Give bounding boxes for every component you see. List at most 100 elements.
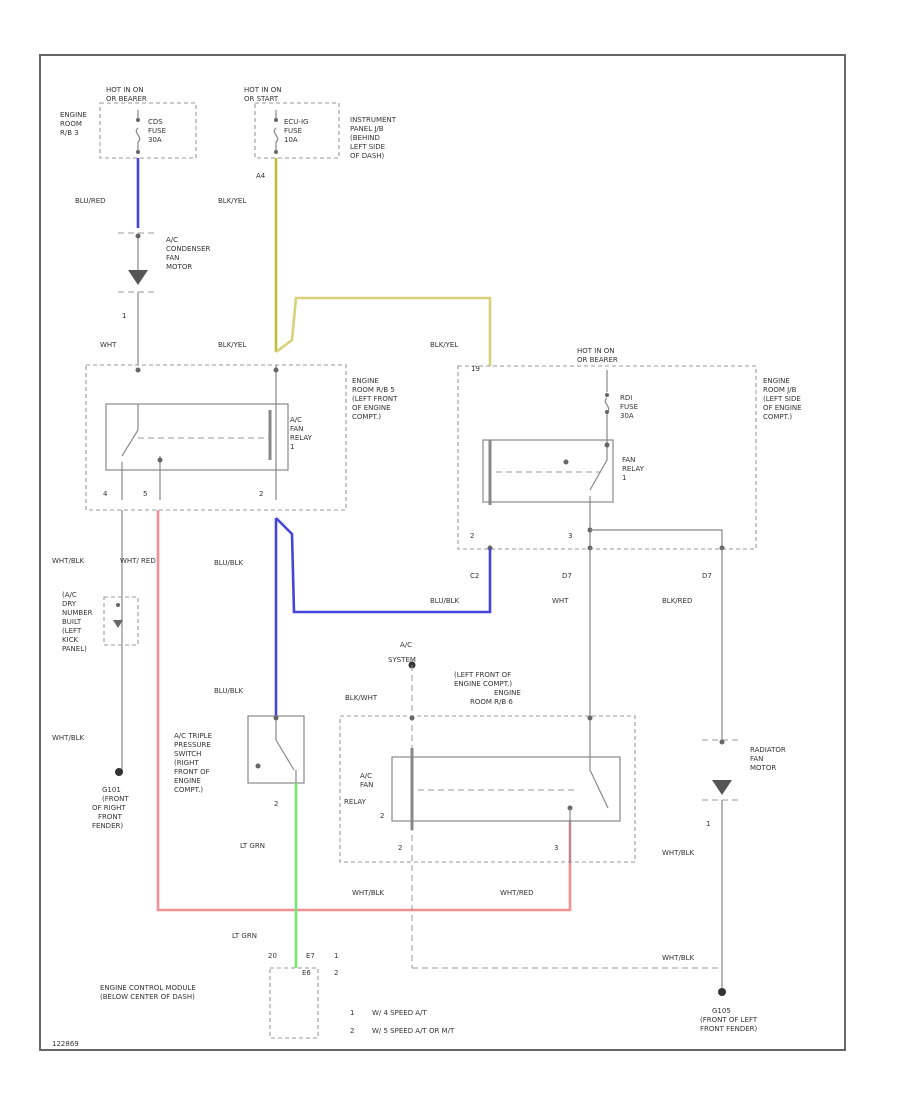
ground-g101-icon [115, 768, 123, 776]
ac-fan-relay-1 [105, 403, 289, 471]
rb5-label-1: ENGINE [352, 377, 379, 385]
triple-label-7: COMPT.) [174, 786, 203, 794]
cond-fan-label-3: FAN [166, 254, 179, 262]
rb5-label-2: ROOM R/B 5 [352, 386, 395, 394]
diode-box [103, 596, 139, 646]
note-pin-1: 1 [350, 1009, 354, 1017]
diagram-border [39, 54, 846, 1051]
engine-room-rb3-box [99, 102, 197, 159]
jb-label-2: ROOM J/B [763, 386, 797, 394]
engine-room-rb6-box [339, 715, 636, 863]
rb3-label-3: R/B 3 [60, 129, 79, 137]
wire-label-blu-blk-3: BLU/BLK [214, 687, 244, 695]
fuse-rdi-icon [604, 370, 610, 440]
wire-label-blu-blk-1: BLU/BLK [214, 559, 244, 567]
fan-relay-1 [482, 439, 614, 503]
pin-d7-1: D7 [562, 572, 572, 580]
jb-label-5: COMPT.) [763, 413, 792, 421]
ecm-box [269, 967, 319, 1039]
diode-label-1: (A/C [62, 591, 77, 599]
ipjb-label-4: LEFT SIDE [350, 143, 385, 151]
ac-fan-relay2-label-2: FAN [360, 781, 373, 789]
note-pin-2: 2 [350, 1027, 354, 1035]
ecm-label-1: ENGINE CONTROL MODULE [100, 984, 196, 992]
pin-e7: E7 [306, 952, 315, 960]
wire-label-wht-red-2: WHT/RED [500, 889, 534, 897]
diode-label-4: BUILT [62, 618, 82, 626]
rb6-label-1: (LEFT FRONT OF [454, 671, 511, 679]
ipjb-label-1: INSTRUMENT [350, 116, 397, 124]
wire-label-blk-red: BLK/RED [662, 597, 692, 605]
g101-label-5: FENDER) [92, 822, 123, 830]
wire-label-wht-blk-3: WHT/BLK [352, 889, 385, 897]
fuse-rdi-rating: 30A [620, 412, 634, 420]
wire-blk-yel-2 [275, 296, 492, 366]
fuse-ecu-fuse: FUSE [284, 127, 302, 135]
rb3-label-2: ROOM [60, 120, 82, 128]
g105-label-1: G105 [712, 1007, 731, 1015]
diode-label-5: (LEFT [62, 627, 82, 635]
engine-room-rb5-box [85, 364, 347, 511]
ipjb-label-2: PANEL J/B [350, 125, 384, 133]
pin-4: 4 [103, 490, 108, 498]
rb5-label-3: (LEFT FRONT [352, 395, 398, 403]
ac-fan-relay1-label-1: A/C [290, 416, 302, 424]
pin-c2: C2 [470, 572, 479, 580]
fan-relay1-label-3: 1 [622, 474, 626, 482]
pin-2-ecm: 2 [334, 969, 338, 977]
wire-label-wht-blk-5: WHT/BLK [662, 954, 695, 962]
fuse-cds-rating: 30A [148, 136, 162, 144]
radiator-fan-motor-icon [712, 780, 732, 795]
note-1: W/ 4 SPEED A/T [372, 1009, 427, 1017]
note-2: W/ 5 SPEED A/T OR M/T [372, 1027, 455, 1035]
diagram-code: 122869 [52, 1040, 79, 1048]
fuse-ecu-hot-label2: OR START [244, 95, 279, 103]
ac-fan-relay2-label-3: RELAY [344, 798, 367, 806]
diode-label-3: NUMBER [62, 609, 93, 617]
ground-g105-icon [718, 988, 726, 996]
cond-fan-label-2: CONDENSER [166, 245, 211, 253]
pin-19: 19 [471, 365, 480, 373]
fuse-rdi-name: RDI [620, 394, 632, 402]
triple-label-2: PRESSURE [174, 741, 211, 749]
ac-fan-relay1-label-2: FAN [290, 425, 303, 433]
fuse-ecu-rating: 10A [284, 136, 298, 144]
wire-label-wht-red-1: WHT/ RED [120, 557, 156, 565]
rb6-label-4: ROOM R/B 6 [470, 698, 513, 706]
jb-label-1: ENGINE [763, 377, 790, 385]
ac-sw-label-1: A/C [400, 641, 412, 649]
g101-label-4: FRONT [98, 813, 123, 821]
g101-label-3: OF RIGHT [92, 804, 126, 812]
wire-label-wht-blk-4: WHT/BLK [662, 849, 695, 857]
wire-label-blk-yel-3: BLK/YEL [430, 341, 458, 349]
wire-label-blu-red: BLU/RED [75, 197, 106, 205]
fuse-cds-fuse: FUSE [148, 127, 166, 135]
ac-fan-relay-2 [391, 756, 621, 822]
ipjb-label-3: (BEHIND [350, 134, 380, 142]
pin-e6: E6 [302, 969, 311, 977]
wire-label-blu-blk-2: BLU/BLK [430, 597, 460, 605]
fuse-ecu-icon [273, 110, 279, 152]
ac-fan-relay1-label-3: RELAY [290, 434, 313, 442]
instrument-panel-jb-box [254, 102, 340, 159]
pin-3-fanrelay: 3 [568, 532, 572, 540]
pin-2-relay2: 2 [398, 844, 402, 852]
rad-fan-label-1: RADIATOR [750, 746, 786, 754]
rad-fan-label-2: FAN [750, 755, 763, 763]
pin-d7-2: D7 [702, 572, 712, 580]
cond-fan-label-1: A/C [166, 236, 178, 244]
rb6-label-2: ENGINE COMPT.) [454, 680, 512, 688]
ipjb-label-5: OF DASH) [350, 152, 385, 160]
wire-label-wht-1: WHT [100, 341, 117, 349]
triple-label-3: SWITCH [174, 750, 201, 758]
ecm-label-2: (BELOW CENTER OF DASH) [100, 993, 195, 1001]
wire-label-wht-blk-1: WHT/BLK [52, 557, 85, 565]
fuse-cds-hot-label: HOT IN ON [106, 86, 144, 94]
pin-a4: A4 [256, 172, 266, 180]
fuse-cds-icon [135, 110, 141, 152]
fuse-cds-hot-label2: OR BEARER [106, 95, 147, 103]
ac-fan-relay2-label-4: 2 [380, 812, 384, 820]
pin-3-relay2: 3 [554, 844, 558, 852]
pin-1-cond: 1 [122, 312, 126, 320]
